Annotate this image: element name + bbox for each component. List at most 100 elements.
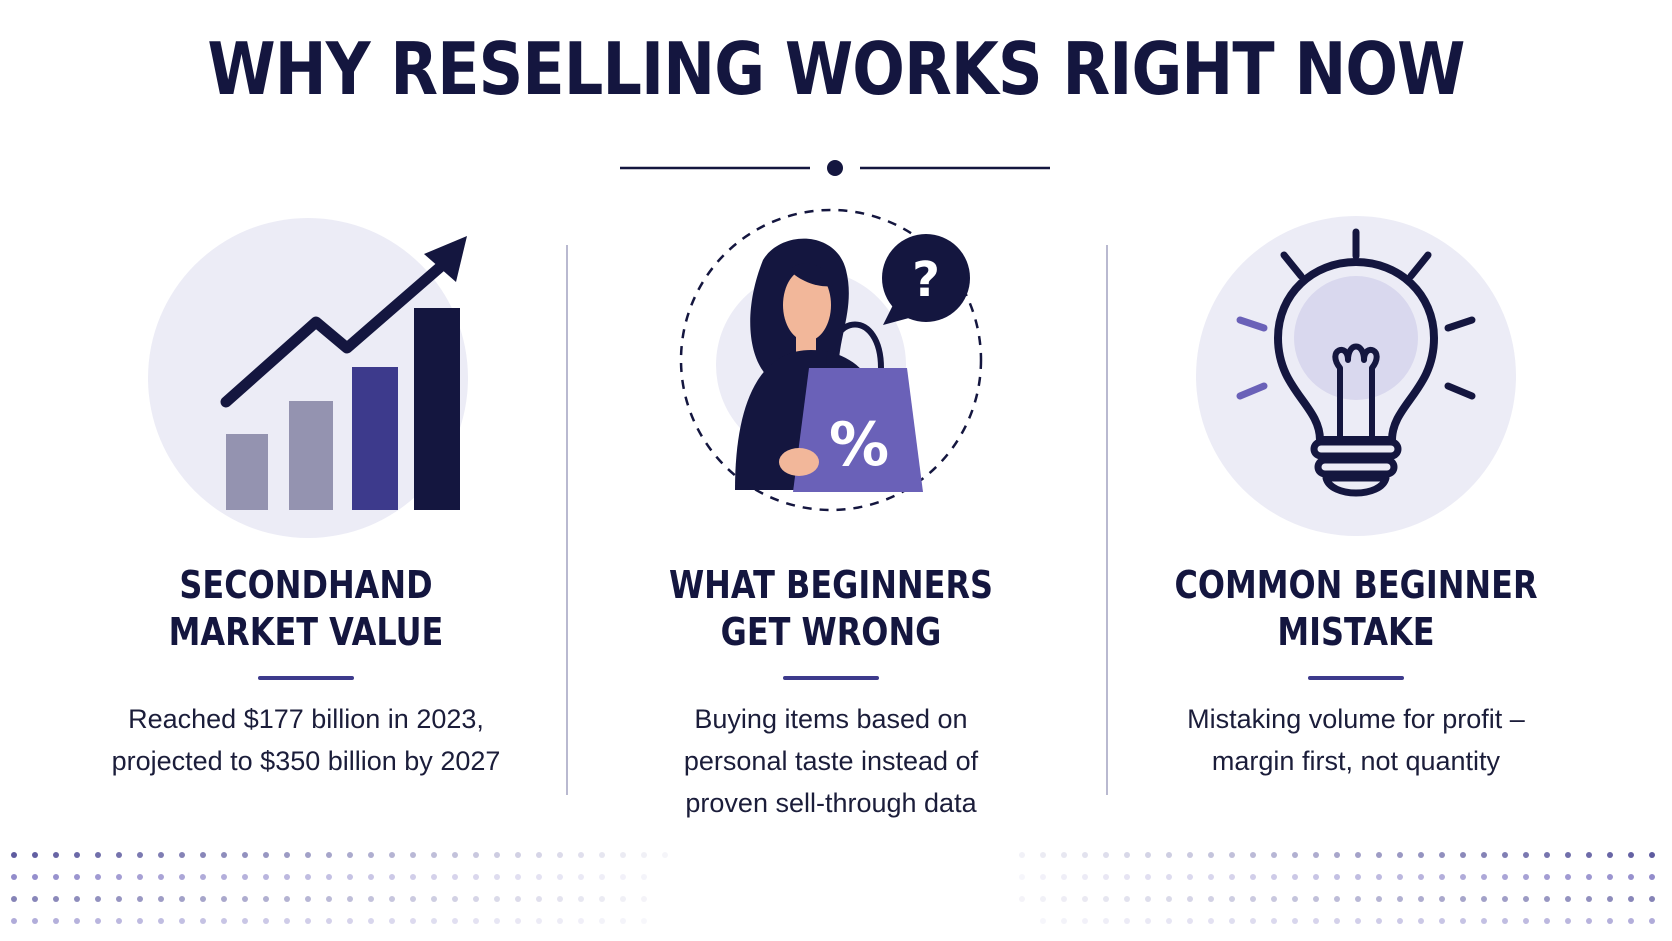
decorative-dot: [1292, 852, 1298, 858]
decorative-dot: [74, 852, 80, 858]
decorative-dot: [95, 874, 101, 880]
decorative-dot: [431, 918, 437, 924]
decorative-dot: [1607, 852, 1613, 858]
decorative-dot: [1544, 874, 1550, 880]
lightbulb-icon: [1176, 200, 1536, 540]
description-line: Mistaking volume for profit –: [1187, 704, 1525, 734]
decorative-dot: [1460, 874, 1466, 880]
decorative-dot: [1292, 896, 1298, 902]
description-line: Buying items based on: [694, 704, 968, 734]
decorative-dot: [1145, 896, 1151, 902]
decorative-dot: [263, 852, 269, 858]
decorative-dot: [11, 852, 17, 858]
decorative-dot: [1124, 852, 1130, 858]
title-divider: [620, 160, 1050, 176]
decorative-dot-pattern: [11, 852, 1655, 924]
column-heading: SECONDHAND MARKET VALUE: [121, 562, 491, 656]
decorative-dot: [1040, 874, 1046, 880]
decorative-dot: [1313, 896, 1319, 902]
decorative-dot: [578, 896, 584, 902]
decorative-dot: [1523, 874, 1529, 880]
decorative-dot: [326, 874, 332, 880]
decorative-dot: [494, 852, 500, 858]
decorative-dot: [389, 896, 395, 902]
decorative-dot: [116, 852, 122, 858]
decorative-dot: [32, 918, 38, 924]
decorative-dot: [326, 918, 332, 924]
decorative-dot: [305, 852, 311, 858]
decorative-dot: [515, 918, 521, 924]
decorative-dot: [1208, 852, 1214, 858]
decorative-dot: [53, 874, 59, 880]
decorative-dot: [221, 918, 227, 924]
decorative-dot: [1313, 852, 1319, 858]
decorative-dot: [179, 874, 185, 880]
decorative-dot: [11, 918, 17, 924]
decorative-dot: [1355, 918, 1361, 924]
decorative-dot: [1355, 896, 1361, 902]
decorative-dot: [410, 852, 416, 858]
decorative-dot: [1628, 918, 1634, 924]
decorative-dot: [1502, 874, 1508, 880]
decorative-dot: [1334, 918, 1340, 924]
decorative-dot: [1502, 896, 1508, 902]
decorative-dot: [179, 896, 185, 902]
decorative-dot: [1460, 896, 1466, 902]
heading-line: WHAT BEGINNERS: [668, 563, 994, 607]
decorative-dot: [494, 896, 500, 902]
decorative-dot: [221, 874, 227, 880]
decorative-dot: [641, 918, 647, 924]
decorative-dot: [53, 852, 59, 858]
decorative-dot: [263, 874, 269, 880]
decorative-dot: [1418, 852, 1424, 858]
decorative-dot: [1355, 874, 1361, 880]
decorative-dot: [1544, 918, 1550, 924]
decorative-dot: [1103, 918, 1109, 924]
decorative-dot: [53, 896, 59, 902]
decorative-dot: [641, 852, 647, 858]
decorative-dot: [557, 852, 563, 858]
decorative-dot: [1649, 874, 1655, 880]
decorative-dot: [1502, 852, 1508, 858]
decorative-dot: [1523, 852, 1529, 858]
decorative-dot: [599, 896, 605, 902]
decorative-dot: [1544, 896, 1550, 902]
decorative-dot: [1082, 874, 1088, 880]
decorative-dot: [74, 874, 80, 880]
decorative-dot: [32, 852, 38, 858]
decorative-dot: [1313, 918, 1319, 924]
decorative-dot: [536, 896, 542, 902]
decorative-dot: [473, 918, 479, 924]
decorative-dot: [1229, 874, 1235, 880]
decorative-dot: [137, 918, 143, 924]
decorative-dot: [1040, 852, 1046, 858]
decorative-dot: [1145, 874, 1151, 880]
decorative-dot: [1607, 918, 1613, 924]
decorative-dot: [1481, 896, 1487, 902]
decorative-dot: [1397, 852, 1403, 858]
heading-line: MISTAKE: [1277, 610, 1435, 654]
decorative-dot: [536, 874, 542, 880]
decorative-dot: [53, 918, 59, 924]
decorative-dot: [1439, 852, 1445, 858]
decorative-dot: [1292, 874, 1298, 880]
decorative-dot: [368, 874, 374, 880]
decorative-dot: [200, 852, 206, 858]
decorative-dot: [1166, 874, 1172, 880]
heading-line: COMMON BEGINNER: [1174, 563, 1538, 607]
decorative-dot: [263, 918, 269, 924]
decorative-dot: [494, 918, 500, 924]
decorative-dot: [1565, 852, 1571, 858]
decorative-dot: [1607, 896, 1613, 902]
decorative-dot: [347, 852, 353, 858]
decorative-dot: [1334, 896, 1340, 902]
decorative-dot: [1019, 896, 1025, 902]
decorative-dot: [1502, 918, 1508, 924]
decorative-dot: [1334, 852, 1340, 858]
decorative-dot: [1397, 896, 1403, 902]
decorative-dot: [1271, 896, 1277, 902]
decorative-dot: [599, 918, 605, 924]
decorative-dot: [1187, 874, 1193, 880]
decorative-dot: [326, 852, 332, 858]
decorative-dot: [1481, 874, 1487, 880]
